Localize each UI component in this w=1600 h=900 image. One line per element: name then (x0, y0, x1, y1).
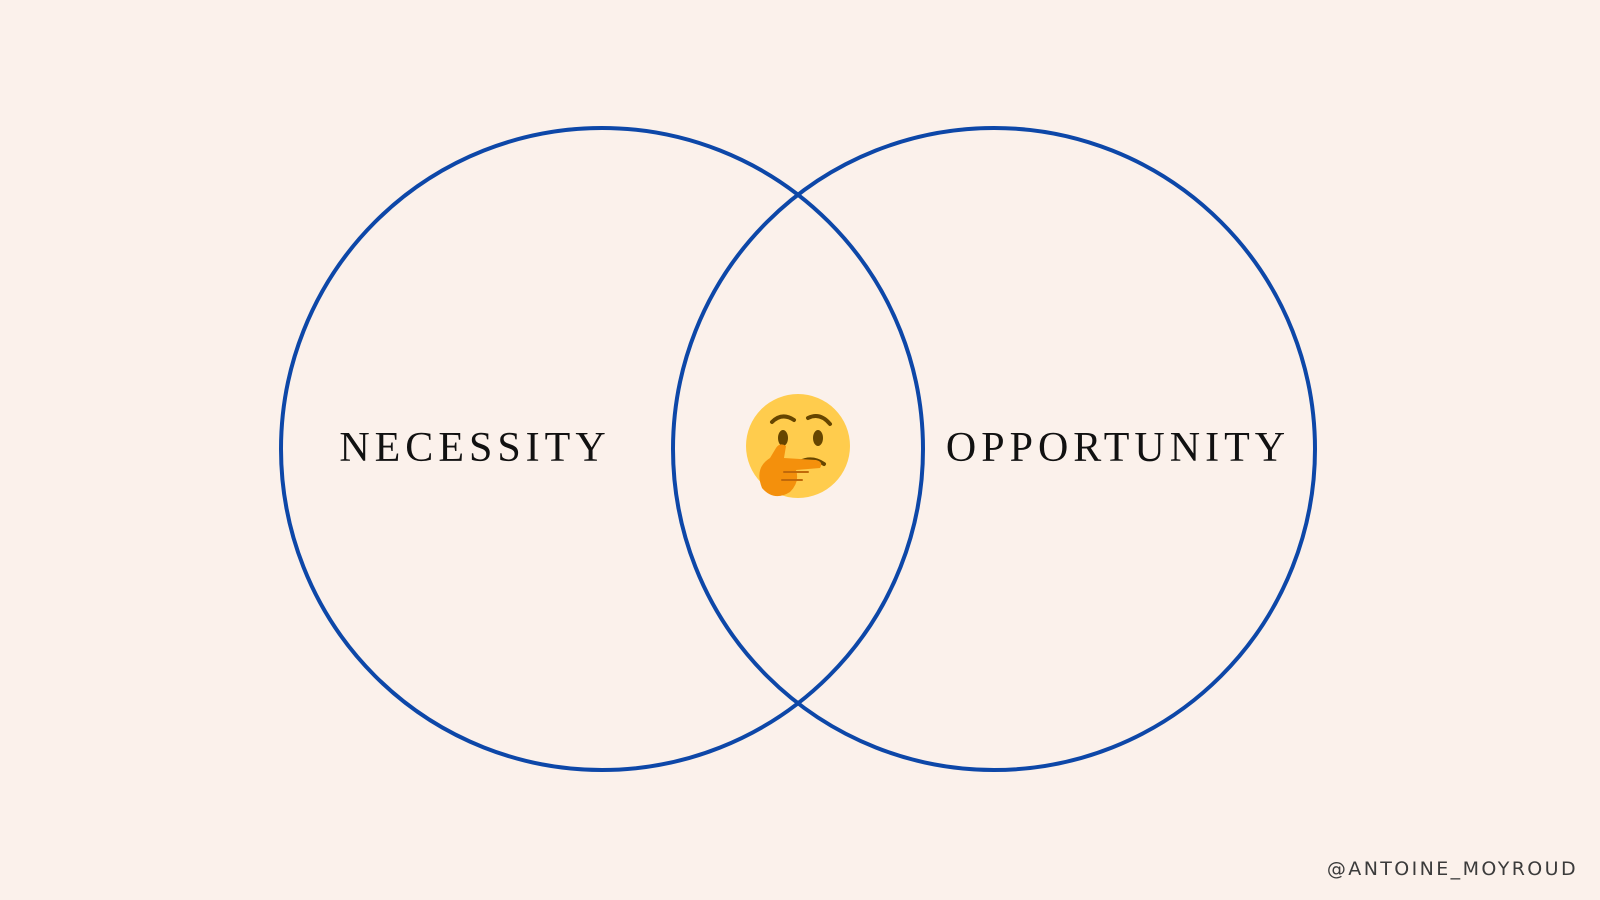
right-circle (671, 126, 1317, 772)
thinking-face-icon (746, 394, 850, 498)
left-circle (279, 126, 925, 772)
author-credit: @ANTOINE_MOYROUD (1326, 858, 1578, 880)
opportunity-label: OPPORTUNITY (946, 425, 1290, 471)
necessity-label: NECESSITY (339, 425, 610, 471)
